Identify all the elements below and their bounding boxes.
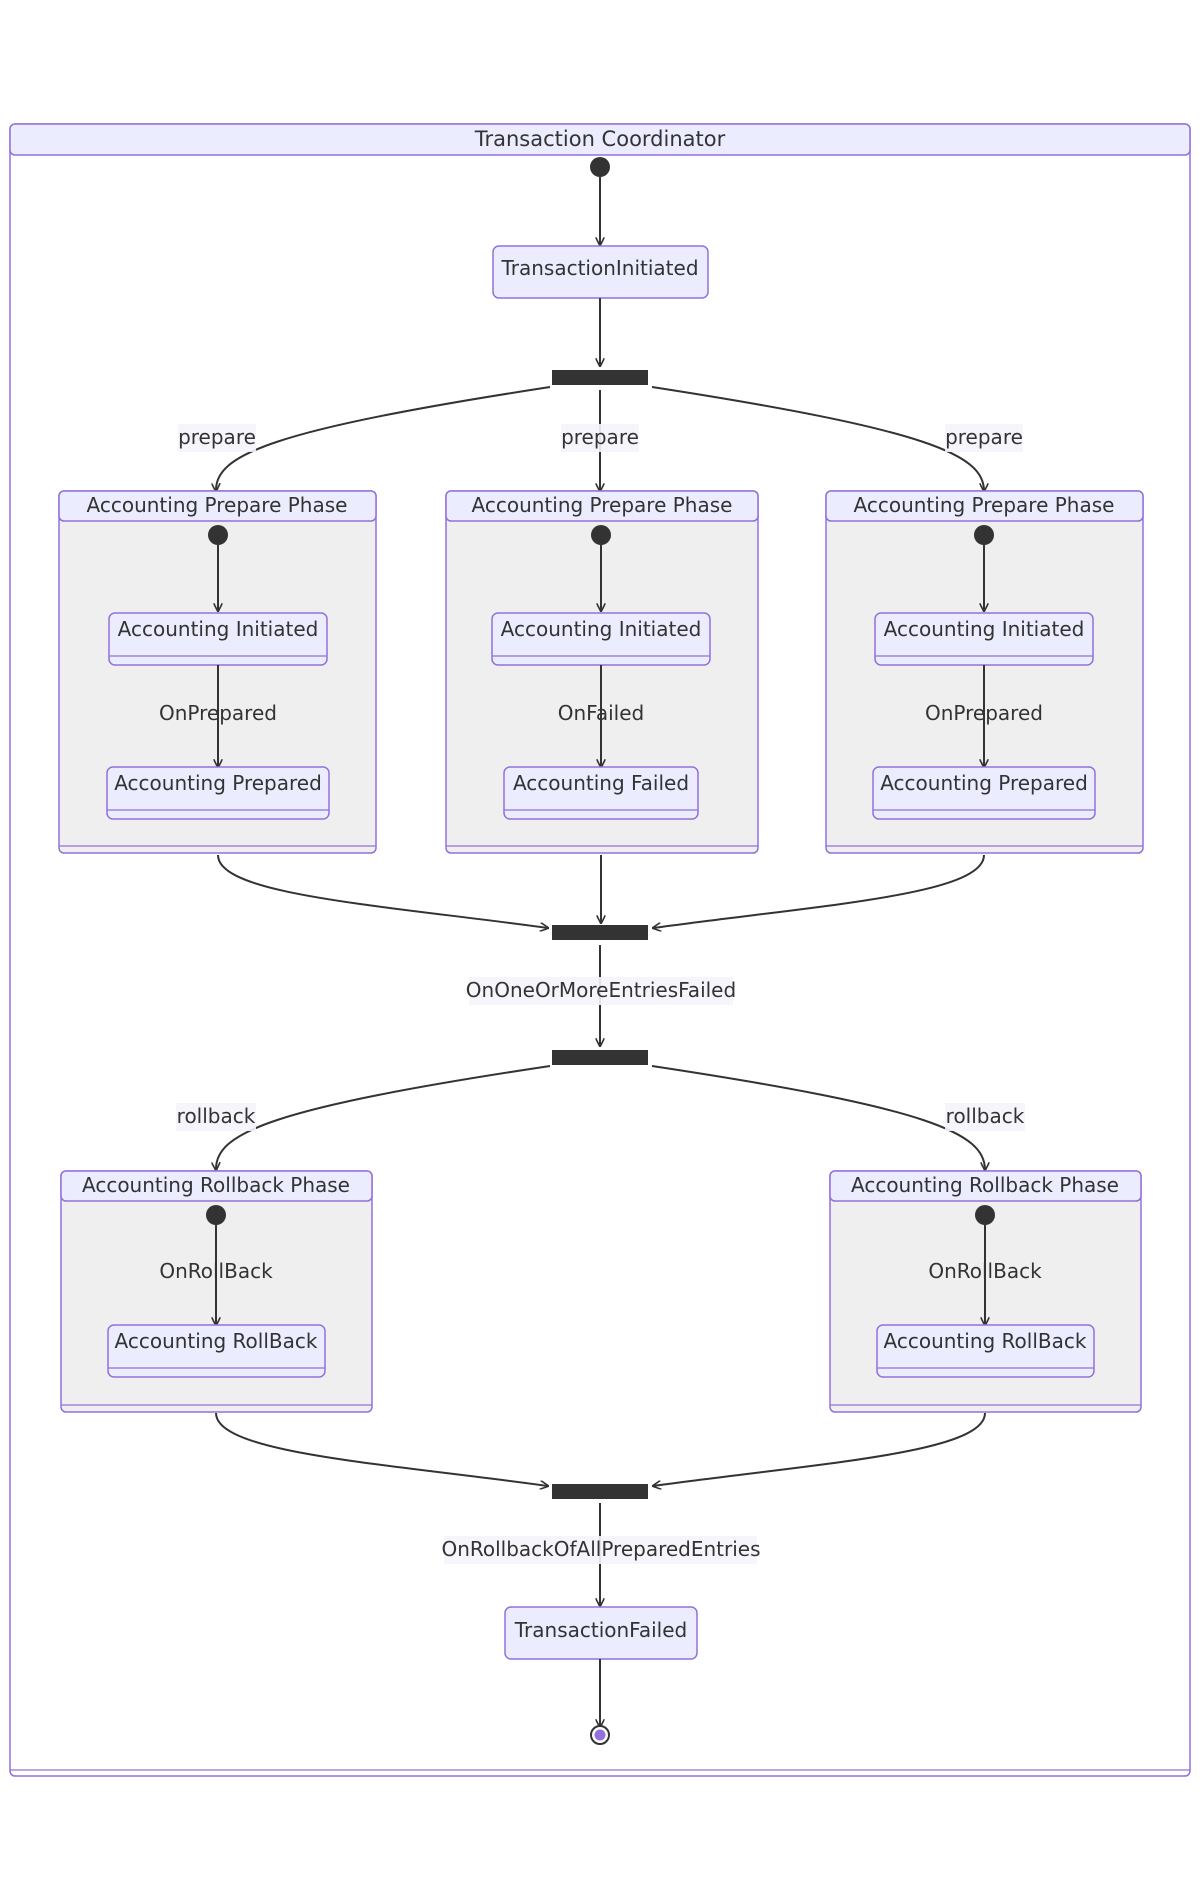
rollback-event-label: OnRollBack: [159, 1259, 273, 1283]
accounting-initiated-label: Accounting Initiated: [884, 617, 1085, 641]
coordinator-title-band: [9, 123, 1191, 156]
rollback-phase-title: Accounting Rollback Phase: [851, 1173, 1119, 1197]
rollback-all-label: OnRollbackOfAllPreparedEntries: [441, 1537, 760, 1561]
accounting-initiated-label: Accounting Initiated: [501, 617, 702, 641]
fork-bar-prepare: [552, 370, 648, 385]
prepare-phase-band: [58, 490, 377, 522]
rollback-label-left: rollback: [177, 1104, 256, 1128]
prepare-start-node: [974, 525, 994, 545]
accounting-failed-box: [503, 766, 699, 820]
coordinator-title: Transaction Coordinator: [474, 127, 726, 151]
prepare-label-left: prepare: [178, 425, 256, 449]
start-node: [590, 157, 610, 177]
edge-right-to-join: [653, 854, 985, 928]
rollback-label-right: rollback: [946, 1104, 1025, 1128]
prepare-phase-left: Accounting Prepare Phase Accounting Init…: [58, 490, 377, 854]
accounting-prepared-box: [872, 766, 1096, 820]
edge-prepare-right: [651, 386, 984, 491]
event-label: OnFailed: [558, 701, 644, 725]
prepare-label-bg-middle: [561, 424, 639, 452]
prepare-label-right: prepare: [945, 425, 1023, 449]
end-node-core: [594, 1729, 606, 1741]
rollback-phase-band: [60, 1170, 373, 1202]
prepare-phase-band: [445, 490, 759, 522]
edge-rollback-right-to-join: [653, 1412, 986, 1486]
accounting-initiated-label: Accounting Initiated: [118, 617, 319, 641]
failed-entries-label: OnOneOrMoreEntriesFailed: [466, 978, 736, 1002]
end-node: [590, 1725, 610, 1745]
join-bar-rollback: [552, 1484, 648, 1499]
rollback-event-label: OnRollBack: [928, 1259, 1042, 1283]
accounting-failed-label: Accounting Failed: [513, 771, 689, 795]
prepare-label-bg-right: [945, 424, 1023, 452]
event-label: OnPrepared: [159, 701, 277, 725]
transaction-failed-label: TransactionFailed: [514, 1618, 687, 1642]
prepare-phase-title: Accounting Prepare Phase: [472, 493, 733, 517]
accounting-rollback-label: Accounting RollBack: [115, 1329, 318, 1353]
state-transaction-initiated: TransactionInitiated: [492, 245, 709, 299]
transaction-initiated-label: TransactionInitiated: [500, 256, 698, 280]
edge-prepare-left: [216, 386, 551, 491]
accounting-prepared-label: Accounting Prepared: [114, 771, 322, 795]
prepare-start-node: [591, 525, 611, 545]
rollback-phase-title: Accounting Rollback Phase: [82, 1173, 350, 1197]
event-label: OnPrepared: [925, 701, 1043, 725]
rollback-start-node: [975, 1205, 995, 1225]
prepare-label-middle: prepare: [561, 425, 639, 449]
rollback-start-node: [206, 1205, 226, 1225]
prepare-phase-middle: Accounting Prepare Phase Accounting Init…: [445, 490, 759, 854]
accounting-rollback-box: [876, 1324, 1095, 1378]
prepare-phase-title: Accounting Prepare Phase: [854, 493, 1115, 517]
rollback-all-label-bg: [444, 1536, 757, 1564]
edge-rollback-left-to-join: [215, 1412, 548, 1486]
prepare-label-bg-left: [178, 424, 256, 452]
accounting-prepared-label: Accounting Prepared: [880, 771, 1088, 795]
join-bar-prepare: [552, 925, 648, 940]
accounting-rollback-label: Accounting RollBack: [884, 1329, 1087, 1353]
state-transaction-failed: TransactionFailed: [504, 1606, 698, 1660]
edge-rollback-right: [651, 1065, 985, 1170]
edge-left-to-join: [217, 854, 548, 928]
rollback-label-bg-right: [945, 1103, 1025, 1131]
rollback-phase-left: Accounting Rollback Phase OnRollBack Acc…: [60, 1170, 373, 1413]
prepare-phase-right: Accounting Prepare Phase Accounting Init…: [825, 490, 1144, 854]
prepare-phase-band: [825, 490, 1144, 522]
accounting-rollback-box: [107, 1324, 326, 1378]
rollback-label-bg-left: [176, 1103, 256, 1131]
rollback-phase-right: Accounting Rollback Phase OnRollBack Acc…: [829, 1170, 1142, 1413]
failed-entries-label-bg: [469, 977, 733, 1005]
rollback-phase-band: [829, 1170, 1142, 1202]
prepare-start-node: [208, 525, 228, 545]
edge-rollback-left: [216, 1065, 551, 1170]
prepare-phase-title: Accounting Prepare Phase: [87, 493, 348, 517]
fork-bar-rollback: [552, 1050, 648, 1065]
accounting-prepared-box: [106, 766, 330, 820]
